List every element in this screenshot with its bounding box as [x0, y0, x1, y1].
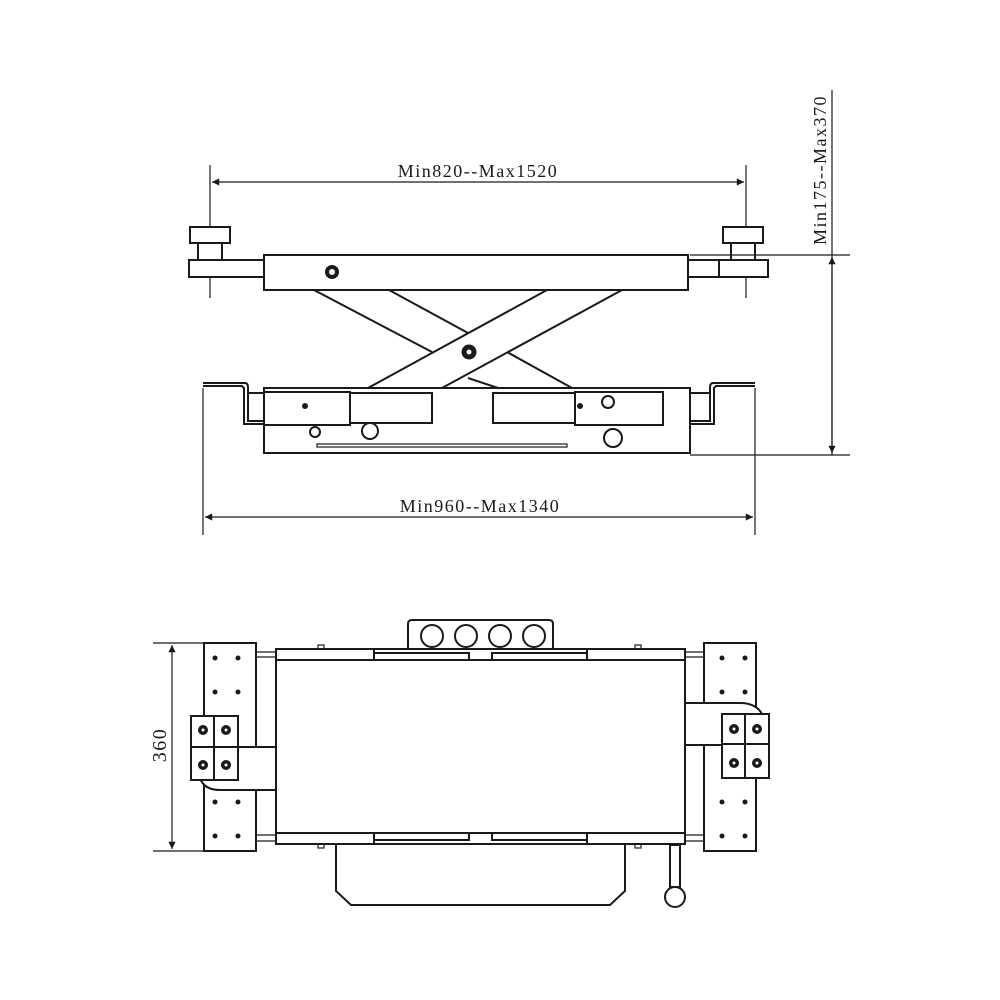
scissor-pivot-pin-icon [461, 344, 477, 360]
handle-socket [664, 844, 686, 908]
socket-icon [522, 624, 546, 648]
top-beam [263, 254, 689, 291]
right-end-plate [684, 642, 770, 852]
depth-dimension: 360 [149, 642, 205, 852]
bolt-icon [577, 403, 583, 409]
main-body [275, 644, 686, 849]
right-saddle-pad [675, 226, 769, 278]
roller-icon [309, 426, 321, 438]
front-elevation-view: Min820--Max1520 [188, 90, 850, 535]
height-label: Min175--Max370 [810, 95, 830, 245]
top-width-label: Min820--Max1520 [398, 161, 559, 181]
socket-icon [488, 624, 512, 648]
socket-icon [454, 624, 478, 648]
socket-icon [420, 624, 444, 648]
bolt-icon [601, 395, 615, 409]
release-knob-icon [603, 428, 623, 448]
top-beam-pin-icon [325, 265, 339, 279]
top-plan-view: 360 [149, 619, 770, 908]
bolt-icon [302, 403, 308, 409]
bottom-width-dimension: Min960--Max1340 [202, 388, 756, 535]
height-dimension: Min175--Max370 [690, 90, 850, 456]
roller-icon [361, 422, 379, 440]
bottom-width-label: Min960--Max1340 [400, 496, 561, 516]
left-end-plate [190, 642, 277, 852]
depth-label: 360 [149, 728, 171, 763]
bottom-base-frame [203, 382, 755, 454]
scissor-arms [313, 289, 623, 389]
lower-pan [335, 845, 626, 906]
